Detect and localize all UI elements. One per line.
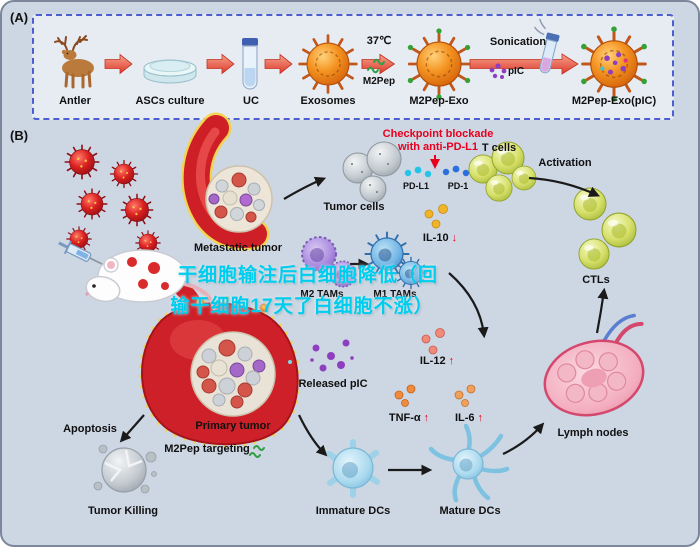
petri-dish-icon [143, 59, 197, 84]
exosome-icon [300, 36, 357, 93]
il6-up-arrow-icon: ↑ [477, 412, 484, 424]
tnf-name: TNF-α [388, 412, 421, 424]
label-m2-tams: M2 TAMs [300, 289, 344, 300]
metastatic-tumor-illustration [181, 112, 273, 251]
label-m2pep-targeting: M2Pep targeting [164, 443, 250, 455]
label-pd-l1: PD-L1 [402, 181, 430, 191]
il12-name: IL-12 [419, 355, 446, 367]
released-pic-dots [310, 339, 354, 372]
label-il10: IL-10↓ [423, 232, 457, 245]
label-m2pep-exo: M2Pep-Exo [409, 95, 469, 107]
uc-tube-icon [242, 38, 258, 90]
label-checkpoint-line1: Checkpoint blockade [382, 128, 494, 140]
watermark-line2: 输干细胞17天了白细胞不涨） [170, 296, 434, 317]
label-metastatic-tumor: Metastatic tumor [193, 242, 283, 254]
label-m2pep: M2Pep [362, 76, 396, 87]
tnf-dots [394, 384, 416, 407]
deer-icon [54, 35, 94, 89]
label-temperature: 37℃ [366, 35, 392, 47]
il10-name: IL-10 [422, 232, 449, 244]
m2pep-squiggle-icon [367, 58, 385, 74]
label-immature-dcs: Immature DCs [315, 505, 391, 517]
label-activation: Activation [538, 157, 592, 169]
primary-tumor-illustration [139, 266, 301, 448]
label-sonication: Sonication [489, 36, 547, 48]
label-tumor-killing: Tumor Killing [87, 505, 159, 517]
label-m1-tams: M1 TAMs [373, 289, 417, 300]
mouse-illustration [85, 249, 216, 310]
il6-dots [454, 384, 476, 407]
label-checkpoint-line2: with anti-PD-L1 [397, 141, 479, 153]
tnf-up-arrow-icon: ↑ [423, 412, 430, 424]
label-lymph-nodes: Lymph nodes [557, 427, 629, 439]
ctl-cells-illustration [573, 187, 637, 270]
label-m2pep-exo-pic: M2Pep-Exo(pIC) [571, 95, 657, 107]
label-t-cells: T cells [481, 142, 517, 154]
mature-dc-illustration [428, 423, 510, 503]
label-released-pic: Released pIC [298, 378, 368, 390]
label-il6: IL-6↑ [455, 412, 483, 425]
il10-down-arrow-icon: ↓ [451, 232, 458, 244]
m2pep-exo-pic-icon [580, 26, 648, 102]
il12-up-arrow-icon: ↑ [448, 355, 455, 367]
m2pep-targeting-squiggles [249, 445, 265, 458]
process-arrows [104, 53, 579, 75]
label-apoptosis: Apoptosis [63, 423, 117, 435]
lymph-node-illustration [543, 313, 645, 417]
pd-dots [404, 165, 470, 178]
label-antler: Antler [59, 95, 91, 107]
tumor-killing-illustration [93, 444, 157, 494]
watermark-line1: 干细胞输注后白细胞降低（回 [177, 265, 439, 286]
m2pep-exo-icon [406, 28, 472, 100]
label-exosomes: Exosomes [300, 95, 356, 107]
label-ascs-culture: ASCs culture [135, 95, 205, 107]
label-tumor-cells: Tumor cells [323, 201, 385, 213]
immature-dc-illustration [326, 439, 380, 498]
label-pd-1: PD-1 [447, 181, 469, 191]
virus-particles [65, 145, 160, 255]
label-pic: pIC [507, 66, 525, 77]
sonication-tube-icon [534, 18, 560, 74]
il6-name: IL-6 [454, 412, 475, 424]
label-uc: UC [243, 95, 259, 107]
label-tnf: TNF-α↑ [389, 412, 429, 425]
label-ctls: CTLs [582, 274, 610, 286]
il10-dots [424, 204, 448, 229]
label-il12: IL-12↑ [420, 355, 454, 368]
label-primary-tumor: Primary tumor [195, 420, 271, 432]
il12-dots [421, 328, 445, 355]
syringe-icon [58, 240, 103, 265]
panel-b-tag: (B) [10, 128, 29, 143]
pic-dots [489, 63, 507, 79]
label-mature-dcs: Mature DCs [439, 505, 501, 517]
tumor-cells-illustration [342, 141, 402, 203]
flow-arrows [119, 176, 609, 476]
panel-a-tag: (A) [10, 10, 29, 25]
